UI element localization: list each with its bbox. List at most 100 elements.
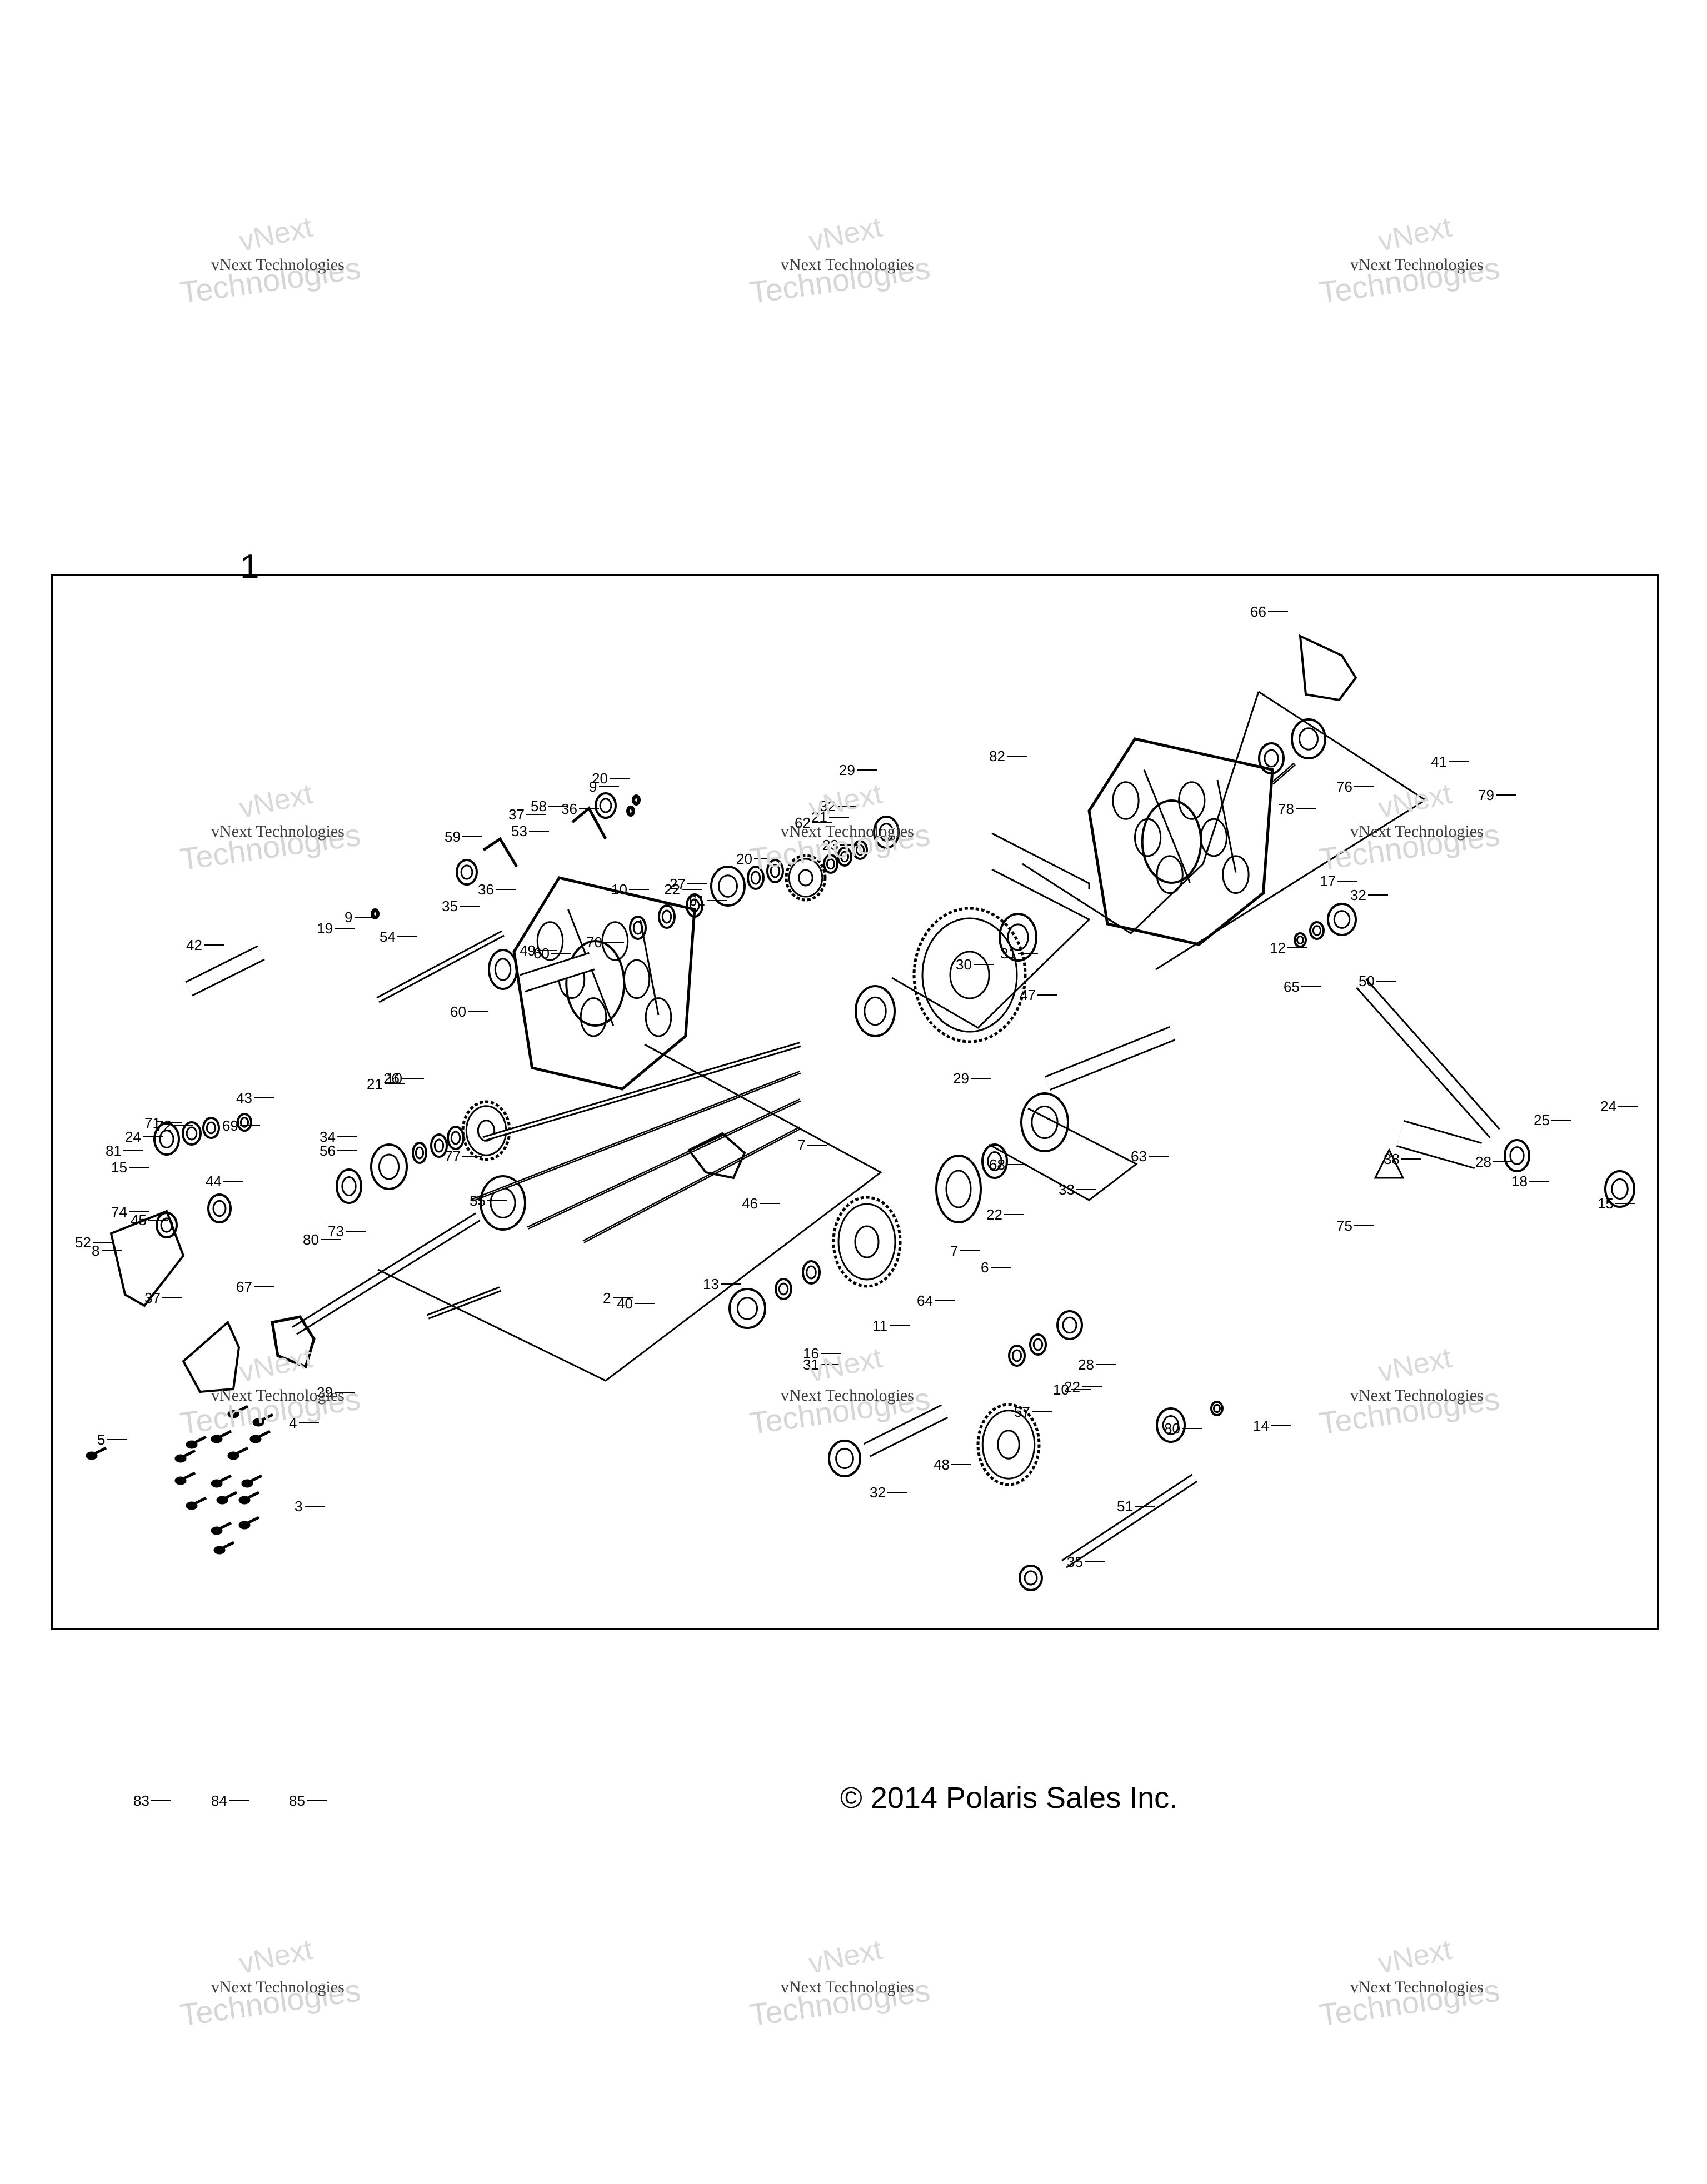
ring-23 — [981, 1143, 1008, 1179]
bolt-7 — [174, 1471, 196, 1485]
callout-label: 66 — [1250, 603, 1266, 620]
washer-61 — [488, 949, 518, 990]
ring-10c — [686, 893, 703, 918]
callout-label: 31 — [1000, 945, 1016, 962]
bolt-1 — [252, 1413, 274, 1427]
callout-label: 33 — [1059, 1181, 1075, 1198]
callout-label: 9 — [589, 778, 597, 795]
seal-80b — [480, 1175, 526, 1231]
group-bracket — [989, 1107, 1138, 1201]
callout-label: 22 — [986, 1206, 1002, 1223]
callout-label: 40 — [617, 1295, 633, 1312]
callout-label: 6 — [981, 1259, 989, 1276]
callout-label: 7 — [950, 1242, 958, 1259]
shaft-65 — [1044, 1026, 1176, 1091]
bolt-11 — [216, 1491, 238, 1505]
callout-label: 67 — [236, 1278, 252, 1295]
bolt-8 — [211, 1474, 232, 1488]
gasket-71 — [935, 1155, 982, 1223]
callout-label: 3 — [295, 1498, 302, 1515]
callout-label: 22 — [664, 881, 680, 898]
bolt-3 — [227, 1405, 249, 1418]
ring-21b — [852, 840, 868, 860]
disc-46 — [156, 1212, 178, 1238]
callout-label: 42 — [186, 937, 202, 953]
triangle-note — [1374, 1148, 1405, 1179]
gear-63 — [710, 866, 746, 907]
seal-80 — [1258, 742, 1285, 774]
bolt-6 — [249, 1430, 271, 1443]
callout-label: 24 — [125, 1128, 141, 1145]
callout-label: 46 — [742, 1195, 758, 1212]
callout-label: 9 — [345, 909, 352, 926]
callout-label: 2 — [603, 1290, 611, 1306]
ring-44 — [237, 1113, 252, 1132]
callout-label: 26 — [383, 1070, 400, 1087]
callout-label: 48 — [934, 1456, 950, 1473]
parts-artwork — [86, 634, 1635, 1591]
bearing-35 — [1019, 1565, 1043, 1591]
callout-label: 21 — [367, 1076, 383, 1092]
bearing-29b — [1504, 1139, 1530, 1172]
callout-label: 10 — [1053, 1381, 1069, 1398]
callout-label: 29 — [839, 762, 855, 778]
actuator-43 — [185, 945, 265, 997]
callout-label: 20 — [592, 770, 608, 787]
callout-label: 10 — [611, 881, 627, 898]
callout-label: 23 — [822, 837, 838, 853]
bracket-70 — [182, 1320, 241, 1393]
callout-label: 37 — [144, 1290, 161, 1306]
washer-78 — [1604, 1170, 1635, 1208]
callout-label: 18 — [1511, 1173, 1528, 1190]
shaft-c — [471, 1071, 801, 1202]
callout-label: 8 — [92, 1242, 99, 1259]
ring-11 — [802, 1260, 821, 1285]
ring-18 — [1309, 921, 1325, 940]
callout-label: 80 — [303, 1231, 319, 1248]
bearing-34 — [1020, 1092, 1069, 1152]
callout-label: 59 — [445, 828, 461, 845]
gear-64 — [785, 854, 827, 902]
ring-22 — [1029, 1333, 1047, 1356]
callout-label: 31 — [803, 1356, 819, 1373]
gear-66 — [832, 1196, 902, 1288]
callout-label: 76 — [1336, 778, 1352, 795]
bearing-29 — [1056, 1310, 1083, 1340]
callout-label: 30 — [956, 956, 972, 973]
bolt-14 — [238, 1516, 260, 1530]
callout-label: 52 — [75, 1234, 91, 1251]
shaft-53 — [1061, 1473, 1197, 1568]
callout-label: 54 — [380, 928, 396, 945]
callout-label: 85 — [289, 1792, 305, 1809]
callout-label: 20 — [736, 851, 752, 867]
callout-label: 72 — [156, 1117, 172, 1134]
callout-label: 27 — [670, 876, 686, 892]
callout-label: 71 — [144, 1115, 161, 1131]
bolt-13 — [211, 1521, 232, 1535]
shift-forks — [482, 806, 607, 868]
ring-22b — [412, 1142, 427, 1164]
callout-label: 77 — [445, 1148, 461, 1165]
callout-label: 83 — [133, 1792, 149, 1809]
callout-label: 7 — [797, 1137, 805, 1153]
copyright-notice: © 2014 Polaris Sales Inc. — [840, 1781, 1178, 1815]
callout-label: 68 — [989, 1156, 1005, 1173]
callout-label: 65 — [1284, 978, 1300, 995]
ring-28b — [447, 1126, 465, 1150]
bolt-5 — [227, 1446, 249, 1460]
shaft-b — [482, 1042, 801, 1142]
callout-label: 44 — [206, 1173, 222, 1190]
shaft-56 — [376, 930, 505, 1003]
disc-45 — [207, 1193, 232, 1223]
callout-label: 35 — [442, 898, 458, 914]
plate-48 — [687, 1132, 746, 1180]
callout-label: 32 — [870, 1484, 886, 1501]
shaft-52 — [1356, 978, 1500, 1138]
group-bracket — [1022, 691, 1260, 934]
bolt-16 — [86, 1446, 107, 1460]
ring-10 — [1008, 1345, 1026, 1367]
callout-label: 29 — [953, 1070, 969, 1087]
callout-label: 5 — [97, 1431, 105, 1448]
ring-24 — [766, 859, 784, 883]
callout-label: 81 — [106, 1142, 122, 1159]
